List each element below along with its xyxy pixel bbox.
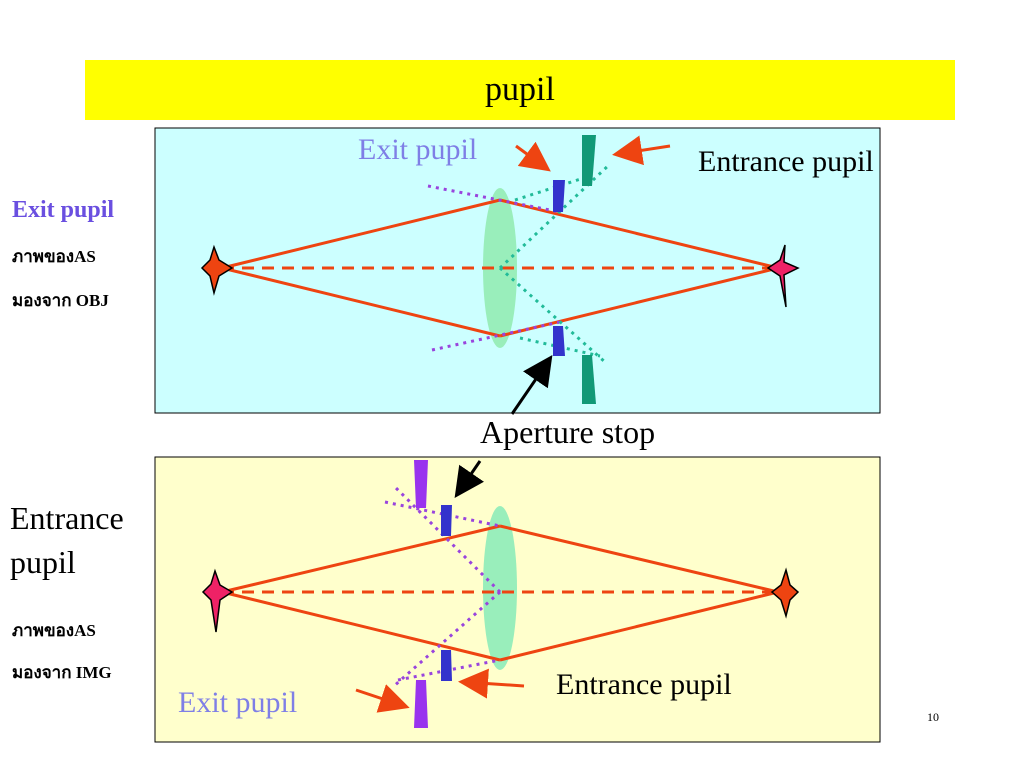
top-rays bbox=[221, 198, 779, 338]
top-entrance-pupil-lower bbox=[582, 355, 596, 404]
arrow-to-exit-pupil-top bbox=[515, 141, 551, 172]
bottom-image-star bbox=[770, 567, 800, 619]
top-aperture-stop-upper bbox=[553, 180, 565, 212]
side-label-thai-seen-from-obj: มองจาก OBJ bbox=[12, 291, 109, 310]
slide-title: pupil bbox=[85, 60, 955, 120]
bottom-object-star bbox=[201, 568, 234, 633]
label-entrance-pupil-bottom: Entrance pupil bbox=[556, 668, 732, 701]
top-object-star bbox=[200, 244, 234, 296]
label-exit-pupil-bottom: Exit pupil bbox=[178, 686, 298, 719]
side-label-thai-image-as-1: ภาพของAS bbox=[12, 247, 96, 266]
bottom-exit-pupil-lower bbox=[414, 680, 428, 728]
bottom-rays bbox=[221, 524, 779, 662]
arrow-to-aperture-stop bbox=[510, 355, 553, 415]
bottom-aperture-stop-upper bbox=[441, 505, 452, 536]
arrow-to-entrance-pupil-bottom bbox=[458, 668, 525, 699]
side-label-entrance-pupil: Entrance pupil bbox=[10, 500, 124, 580]
bottom-aperture-stop-lower bbox=[441, 650, 452, 681]
side-label-thai-seen-from-img: มองจาก IMG bbox=[12, 663, 112, 682]
top-dotted-purple bbox=[427, 184, 561, 352]
slide-number: 10 bbox=[927, 710, 939, 724]
bottom-panel bbox=[154, 456, 881, 743]
side-label-exit-pupil: Exit pupil bbox=[12, 197, 115, 223]
top-image-star bbox=[766, 244, 800, 308]
arrow-to-aperture-stop-bottom bbox=[454, 460, 484, 498]
arrow-to-entrance-pupil-top bbox=[612, 135, 671, 166]
label-exit-pupil-top: Exit pupil bbox=[358, 133, 478, 166]
top-panel bbox=[154, 127, 881, 414]
bottom-exit-pupil-upper bbox=[414, 460, 428, 508]
bottom-lens bbox=[483, 506, 517, 670]
label-entrance-pupil-top: Entrance pupil bbox=[698, 145, 874, 178]
label-aperture-stop: Aperture stop bbox=[480, 414, 656, 450]
top-aperture-stop-lower bbox=[553, 326, 565, 356]
top-entrance-pupil-upper bbox=[582, 135, 596, 186]
side-label-thai-image-as-2: ภาพของAS bbox=[12, 621, 96, 640]
arrow-to-exit-pupil-bottom bbox=[355, 684, 410, 713]
